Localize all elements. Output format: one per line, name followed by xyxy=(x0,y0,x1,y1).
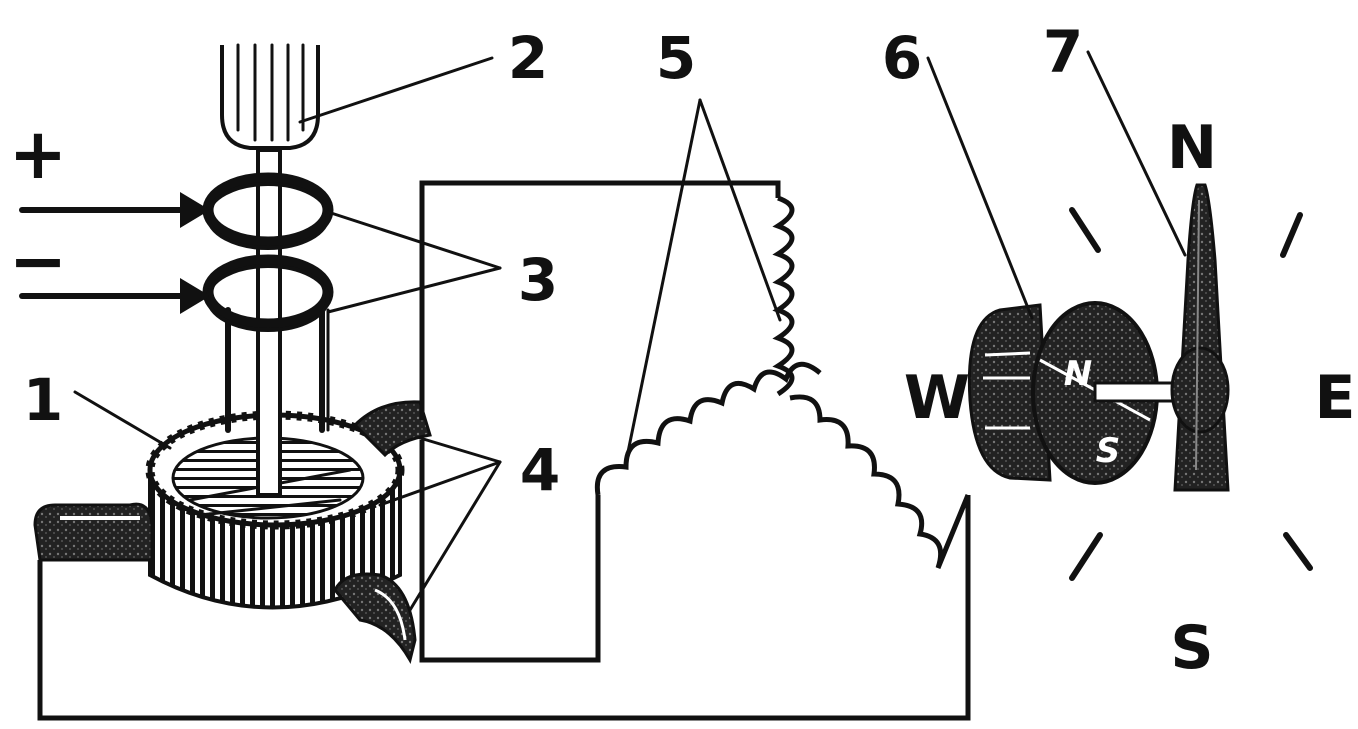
label-1: 1 xyxy=(23,366,63,434)
magnet-south-pole: S xyxy=(1096,431,1121,471)
label-2: 2 xyxy=(508,24,548,92)
compass-east: E xyxy=(1315,363,1356,433)
drive-pulley xyxy=(220,43,320,150)
magnet-rotor xyxy=(967,301,1182,485)
compass-needle xyxy=(1170,183,1230,492)
slip-ring-lower xyxy=(202,254,334,332)
compass-south: S xyxy=(1170,613,1213,683)
circuit-wires xyxy=(37,180,971,721)
plus-sign: + xyxy=(9,113,68,195)
label-7: 7 xyxy=(1043,18,1083,86)
compass-west: W xyxy=(904,363,970,433)
brush-contacts xyxy=(33,400,432,664)
compass-north: N xyxy=(1167,113,1217,183)
supply-arrows xyxy=(19,192,210,314)
compass-ticks xyxy=(1069,207,1313,581)
label-5: 5 xyxy=(656,24,696,92)
minus-sign: − xyxy=(9,220,68,302)
label-3: 3 xyxy=(518,246,558,314)
label-4: 4 xyxy=(520,436,560,504)
leader-lines xyxy=(73,50,1187,612)
label-6: 6 xyxy=(882,24,922,92)
stator-coils xyxy=(594,195,971,569)
magnet-north-pole: N xyxy=(1064,354,1092,394)
